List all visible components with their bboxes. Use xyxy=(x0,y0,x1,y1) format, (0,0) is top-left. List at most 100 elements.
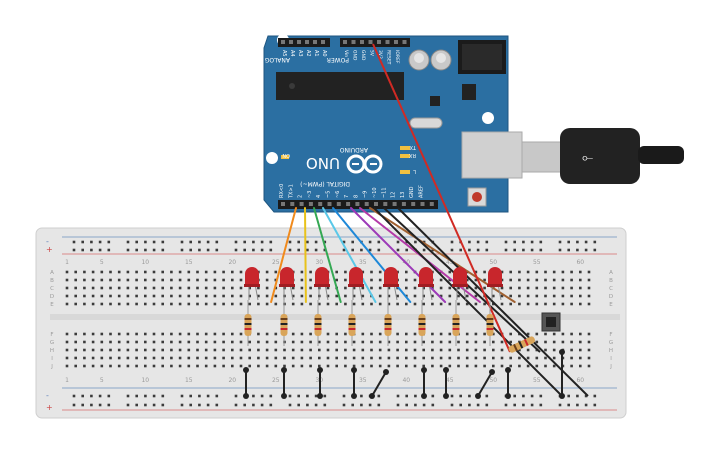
hole xyxy=(126,302,130,306)
hole xyxy=(300,332,304,336)
hole xyxy=(91,302,95,306)
hole xyxy=(579,348,582,352)
hole xyxy=(274,340,278,344)
rail-hole xyxy=(152,240,156,244)
hole xyxy=(144,348,147,352)
rail-hole xyxy=(405,394,408,398)
hole xyxy=(526,348,530,352)
hole xyxy=(291,356,295,360)
hole xyxy=(413,340,417,344)
rail-hole xyxy=(215,394,219,398)
hole xyxy=(213,348,217,352)
hole xyxy=(326,348,330,352)
hole xyxy=(239,302,243,306)
rail-hole xyxy=(593,248,597,252)
hole xyxy=(196,332,199,336)
rail-hole xyxy=(72,248,76,252)
hole xyxy=(474,294,478,298)
on-led-label: ON xyxy=(282,152,290,158)
hole xyxy=(126,356,130,360)
pushbutton[interactable] xyxy=(541,312,561,332)
hole xyxy=(144,332,147,336)
hole xyxy=(344,294,347,298)
hole xyxy=(474,278,478,282)
hole xyxy=(170,364,173,368)
rail-hole xyxy=(306,403,309,407)
rail-hole xyxy=(198,240,201,244)
hole xyxy=(300,348,304,352)
hole xyxy=(370,286,373,290)
hole xyxy=(83,340,86,344)
rail-hole xyxy=(98,394,102,398)
uno-label: UNO xyxy=(306,154,340,172)
hole xyxy=(378,286,382,290)
wire-end xyxy=(443,367,449,373)
rail-hole xyxy=(522,240,525,244)
header-pin xyxy=(383,202,388,206)
tx-label: TX xyxy=(409,144,417,150)
pin-label: GND xyxy=(360,50,366,61)
hole xyxy=(439,348,443,352)
usb-port xyxy=(461,131,523,179)
hole xyxy=(439,278,443,282)
usb-cable: ⟜ xyxy=(521,128,684,184)
hole xyxy=(483,356,486,360)
hole xyxy=(91,340,95,344)
wire-end xyxy=(243,367,249,373)
hole xyxy=(257,356,260,360)
hole xyxy=(257,348,260,352)
rail-hole xyxy=(450,394,454,398)
hole xyxy=(170,286,173,290)
hole xyxy=(509,286,512,290)
hole xyxy=(492,364,495,368)
hole xyxy=(265,332,269,336)
hole xyxy=(492,340,495,344)
rail-hole xyxy=(576,248,579,252)
wire-end xyxy=(351,367,357,373)
hole xyxy=(509,356,512,360)
rail-minus-label: - xyxy=(46,237,49,246)
hole xyxy=(274,348,278,352)
hole xyxy=(239,278,243,282)
hole xyxy=(300,278,304,282)
hole xyxy=(231,270,234,274)
hole xyxy=(257,340,260,344)
resistor xyxy=(244,300,252,346)
rail-hole xyxy=(161,240,165,244)
hole xyxy=(178,348,182,352)
hole xyxy=(335,356,338,360)
hole xyxy=(396,364,399,368)
wire-end xyxy=(351,393,357,399)
rail-hole xyxy=(269,240,273,244)
hole xyxy=(170,356,173,360)
hole xyxy=(361,356,365,360)
column-label: 10 xyxy=(141,377,149,384)
hole xyxy=(378,356,382,360)
hole xyxy=(161,356,164,360)
rail-hole xyxy=(422,403,426,407)
hole xyxy=(474,348,478,352)
hole xyxy=(204,340,208,344)
hole xyxy=(561,302,565,306)
hole xyxy=(500,270,504,274)
header-pin xyxy=(401,202,406,206)
hole xyxy=(378,364,382,368)
rail-hole xyxy=(306,240,309,244)
hole xyxy=(126,278,130,282)
hole xyxy=(422,286,425,290)
rail-hole xyxy=(252,240,255,244)
hole xyxy=(204,278,208,282)
hole xyxy=(91,364,95,368)
hole xyxy=(100,286,104,290)
arduino-brand: ARDUINO xyxy=(339,146,368,153)
rail-hole xyxy=(215,248,219,252)
hole xyxy=(361,294,365,298)
power-header xyxy=(340,38,410,47)
hole xyxy=(318,340,321,344)
hole xyxy=(74,356,77,360)
hole xyxy=(483,332,486,336)
hole xyxy=(300,270,304,274)
rail-hole xyxy=(215,240,219,244)
